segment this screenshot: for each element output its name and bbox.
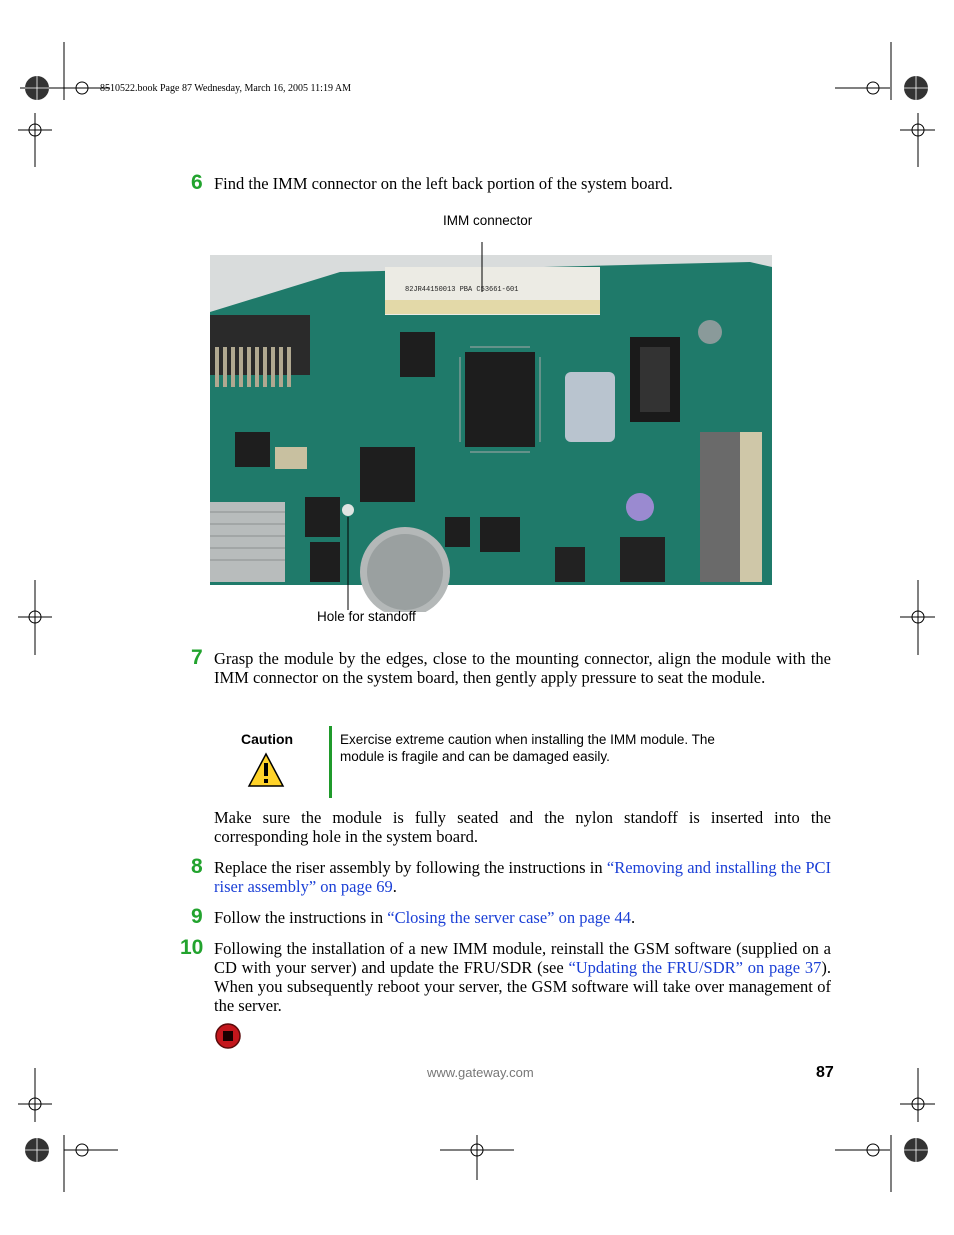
footer-url: www.gateway.com <box>427 1065 534 1080</box>
book-header: 8510522.book Page 87 Wednesday, March 16… <box>100 83 352 94</box>
link-closing-server-case[interactable]: “Closing the server case” on page 44 <box>387 908 631 927</box>
step-9-number: 9 <box>191 905 203 928</box>
step-7-number: 7 <box>191 646 203 669</box>
step-6-number: 6 <box>191 171 203 194</box>
step-7-text: Grasp the module by the edges, close to … <box>214 649 831 687</box>
imm-connector-callout: IMM connector <box>443 213 533 228</box>
link-updating-fru-sdr[interactable]: “Updating the FRU/SDR” on page 37 <box>568 958 822 977</box>
step-9-text: Follow the instructions in “Closing the … <box>214 908 636 927</box>
step-8-text: Replace the riser assembly by following … <box>214 858 831 896</box>
hole-for-standoff-callout: Hole for standoff <box>317 609 416 624</box>
step-8-number: 8 <box>191 855 203 878</box>
caution-text: Exercise extreme caution when installing… <box>340 732 715 764</box>
link-removing-pci-riser[interactable]: “Removing and installing the PCI riser a… <box>214 858 831 896</box>
step-10-text: Following the installation of a new IMM … <box>214 939 831 1015</box>
connector-label: 82JR44150013 PBA C53661-601 <box>405 286 518 294</box>
followup-paragraph: Make sure the module is fully seated and… <box>214 808 831 846</box>
warning-icon <box>247 752 285 787</box>
step-6-text: Find the IMM connector on the left back … <box>214 174 673 193</box>
caution-title: Caution <box>241 731 294 747</box>
page-number: 87 <box>816 1064 834 1081</box>
caution-bar <box>329 726 332 798</box>
step-10-number: 10 <box>180 936 204 959</box>
system-board-photo: 82JR44150013 PBA C53661-601 <box>210 242 772 612</box>
stop-icon <box>215 1023 241 1049</box>
